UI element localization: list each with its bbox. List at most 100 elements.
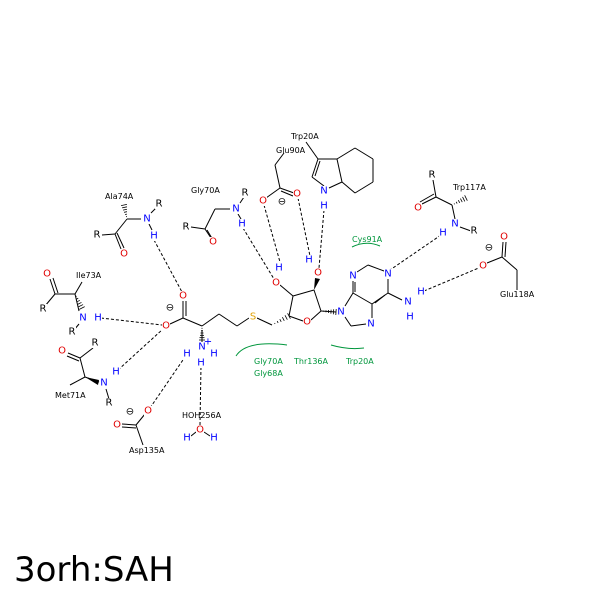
hydrogen-atom: H — [183, 433, 191, 444]
atom-background — [112, 367, 120, 377]
bond — [279, 284, 294, 297]
atom-background — [272, 278, 280, 288]
residue-label-trp117: Trp117A — [452, 183, 486, 192]
atom-background — [367, 319, 375, 329]
bond — [451, 204, 456, 220]
oxygen-atom: O — [120, 249, 128, 260]
diagram-title: 3orh:SAH — [14, 550, 174, 590]
bond — [288, 295, 294, 317]
stereo-hash — [76, 299, 81, 303]
bond — [311, 158, 319, 178]
bond — [135, 424, 144, 446]
negative-charge: ⊖ — [278, 197, 286, 208]
atom-background — [105, 398, 113, 408]
atom-background — [210, 349, 218, 359]
atom-background — [479, 261, 487, 271]
bond — [74, 293, 80, 312]
hydrophobic-label-cys91: Cys91A — [352, 235, 383, 244]
oxygen-atom: O — [500, 232, 508, 243]
atom-background — [209, 237, 217, 247]
atom-background — [43, 269, 51, 279]
residue-labels: Trp20A Glu90A Gly70A Ala74A Ile73A Met71… — [55, 132, 535, 455]
bond — [328, 181, 343, 189]
atom-background — [314, 268, 322, 278]
stereo-hash — [120, 203, 128, 207]
nitrogen-atom: N — [232, 204, 239, 215]
atom-background — [144, 406, 152, 416]
residue-label-hoh256: HOH256A — [182, 411, 222, 420]
atom-background — [404, 297, 412, 307]
hydrophobic-label-trp20: Trp20A — [345, 357, 374, 366]
bond — [116, 232, 125, 249]
bond — [265, 187, 281, 199]
oxygen-atom: O — [414, 203, 422, 214]
oxygen-atom: O — [113, 420, 121, 431]
bond — [504, 241, 507, 258]
hydrogen-atom: H — [320, 201, 328, 212]
oxygen-atom: O — [314, 268, 322, 279]
hydrophobic-arc-trp20 — [330, 344, 365, 350]
bond — [387, 292, 403, 301]
residue-label-gly70: Gly70A — [191, 186, 220, 195]
r-group: R — [429, 170, 436, 181]
stereo-hash — [287, 313, 291, 319]
atom-background — [249, 312, 257, 322]
hydrogen-atom: H — [210, 433, 218, 444]
hydrogen-bond — [149, 356, 186, 409]
atom-background — [39, 304, 47, 314]
atom-background — [406, 312, 414, 322]
oxygen-atom: O — [43, 269, 51, 280]
bond — [190, 226, 206, 230]
bond — [288, 315, 304, 322]
stereo-hash — [279, 318, 282, 323]
oxygen-atom: O — [179, 291, 187, 302]
atom-background — [162, 321, 170, 331]
atom-background — [293, 189, 301, 199]
residue-label-glu90: Glu90A — [276, 146, 306, 155]
hydrophobic-label-gly70: Gly70A — [254, 357, 283, 366]
hydrogen-bond — [199, 364, 202, 426]
bond — [237, 213, 242, 220]
bond — [486, 256, 503, 264]
bond — [256, 317, 273, 326]
bond — [313, 289, 322, 312]
bond — [114, 218, 128, 235]
hydrogen-bonds — [100, 197, 482, 426]
atom-background — [232, 204, 240, 214]
atom-background — [182, 222, 190, 232]
stereo-hash — [457, 199, 461, 204]
atom-background — [94, 313, 102, 323]
bond — [310, 310, 322, 321]
hydrogen-bond — [423, 266, 482, 292]
bond — [305, 141, 319, 160]
r-group: R — [156, 199, 163, 210]
bond — [352, 292, 373, 305]
oxygen-atom: O — [58, 346, 66, 357]
oxygen-atom: O — [196, 425, 204, 436]
hydrophobic-arcs — [235, 242, 381, 357]
bond — [292, 289, 315, 297]
atom-background — [470, 226, 478, 236]
atom-background — [384, 269, 392, 279]
bond — [459, 226, 472, 232]
bond — [421, 196, 437, 205]
oxygen-atom: O — [144, 406, 152, 417]
bond — [204, 228, 212, 239]
oxygen-atom: O — [479, 261, 487, 272]
bond — [190, 431, 197, 437]
bond — [201, 313, 220, 327]
hydrogen-atom: H — [406, 312, 414, 323]
hydrophobic-arc-cys91 — [351, 242, 381, 248]
nitrogen-atom: N — [349, 271, 356, 282]
bond — [367, 264, 385, 272]
atom-background — [196, 425, 204, 435]
bond — [105, 388, 110, 400]
bond — [374, 294, 386, 304]
bond — [341, 181, 356, 194]
nitrogen-atom: N — [100, 378, 107, 389]
negative-charge: ⊖ — [126, 407, 134, 418]
atom-background — [198, 342, 206, 352]
stereo-wedge — [85, 377, 99, 385]
